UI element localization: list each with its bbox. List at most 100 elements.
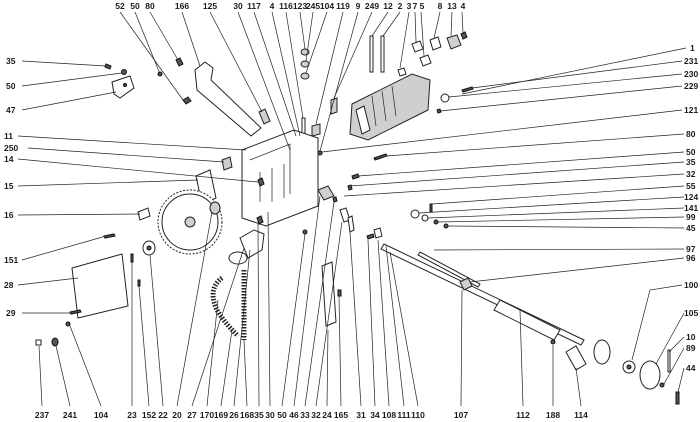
screw-part-151 [103,233,116,239]
screw-part-89 [659,382,665,388]
leader-7 [414,11,417,43]
label-47: 47 [6,105,16,115]
label-1: 1 [690,43,695,53]
leader-117 [253,11,297,137]
label-99: 99 [686,212,696,222]
leader-13 [450,11,453,37]
leader-8 [433,11,441,39]
leader-99 [437,216,685,223]
motor-fins [371,85,397,127]
screw-part-29 [69,309,82,315]
label-114: 114 [574,410,588,420]
screw-part-35c [256,215,264,225]
leader-10 [668,336,685,353]
leader-105 [655,312,685,365]
label-125: 125 [203,1,217,11]
rod-part-12 [369,35,374,73]
label-245: 245 [306,1,320,11]
label-121: 121 [684,105,698,115]
label-104-bottom: 104 [94,410,108,420]
label-110: 110 [411,410,425,420]
leader-46 [293,195,321,407]
screw-part-23 [130,253,134,263]
leader-152 [138,285,150,407]
knob-part [593,339,611,365]
leader-231 [471,60,683,89]
label-8: 8 [438,1,443,11]
label-10: 10 [686,332,696,342]
leader-104a [305,11,328,74]
leader-2 [382,11,401,37]
rail-part-97 [417,251,481,288]
leader-100 [631,284,683,361]
washer-part-50d [302,229,308,235]
label-45: 45 [686,223,696,233]
screw-part-33 [332,196,338,203]
leader-15 [17,179,199,187]
block-part-119 [311,123,321,137]
label-30-bottom: 30 [265,410,275,420]
parts [35,31,680,405]
leader-24 [326,329,329,407]
label-35-right: 35 [686,157,696,167]
leader-80b [385,133,685,157]
label-104-top: 104 [320,1,334,11]
leader-34 [367,239,376,407]
label-230: 230 [684,69,698,79]
leader-237 [38,345,43,407]
part-237 [35,339,42,346]
washer-part-99 [433,219,439,225]
label-2: 2 [398,1,403,11]
label-100: 100 [684,280,698,290]
housing-ribs [249,143,291,202]
leader-lines [17,11,687,407]
label-50-left: 50 [6,81,16,91]
label-112: 112 [516,410,530,420]
leader-112 [519,309,524,407]
bracket-hole-1 [123,83,127,87]
leader-35b [349,161,685,187]
label-24: 24 [322,410,332,420]
leader-114 [575,367,582,407]
leader-229 [439,85,683,112]
label-3: 3 [407,1,412,11]
clip-part-7 [411,40,424,53]
label-80-top: 80 [145,1,155,11]
screw-part-4b [460,31,468,40]
clip-part-8 [429,36,442,51]
label-231: 231 [684,56,698,66]
label-141: 141 [684,203,698,213]
washer-hole-100 [626,364,632,370]
label-32-bottom: 32 [311,410,321,420]
label-249: 249 [365,1,379,11]
bearing-part-124 [410,209,420,219]
leader-32b [315,221,343,407]
leader-50a [134,11,161,75]
leader-245 [305,11,314,62]
label-123: 123 [293,1,307,11]
leader-4a [271,11,301,137]
guard-plate-part-28 [71,253,129,319]
leader-80a [149,11,179,61]
leader-26 [233,249,251,407]
washer-part-141 [421,214,429,222]
label-241: 241 [63,410,77,420]
leader-45 [447,225,685,229]
label-34: 34 [370,410,380,420]
label-4-top: 4 [270,1,275,11]
rod-part-10 [667,349,671,373]
label-165: 165 [334,410,348,420]
leader-35c [257,223,260,407]
leader-4b [461,11,464,34]
leader-52 [119,11,184,101]
saw-blade-hub [184,216,196,228]
leader-249 [333,11,373,99]
block-part-249 [330,97,338,115]
label-152: 152 [142,410,156,420]
label-166: 166 [175,1,189,11]
leader-166 [181,11,201,67]
hose-part-169 [210,275,240,338]
label-168: 168 [240,410,254,420]
leader-123 [299,11,306,50]
